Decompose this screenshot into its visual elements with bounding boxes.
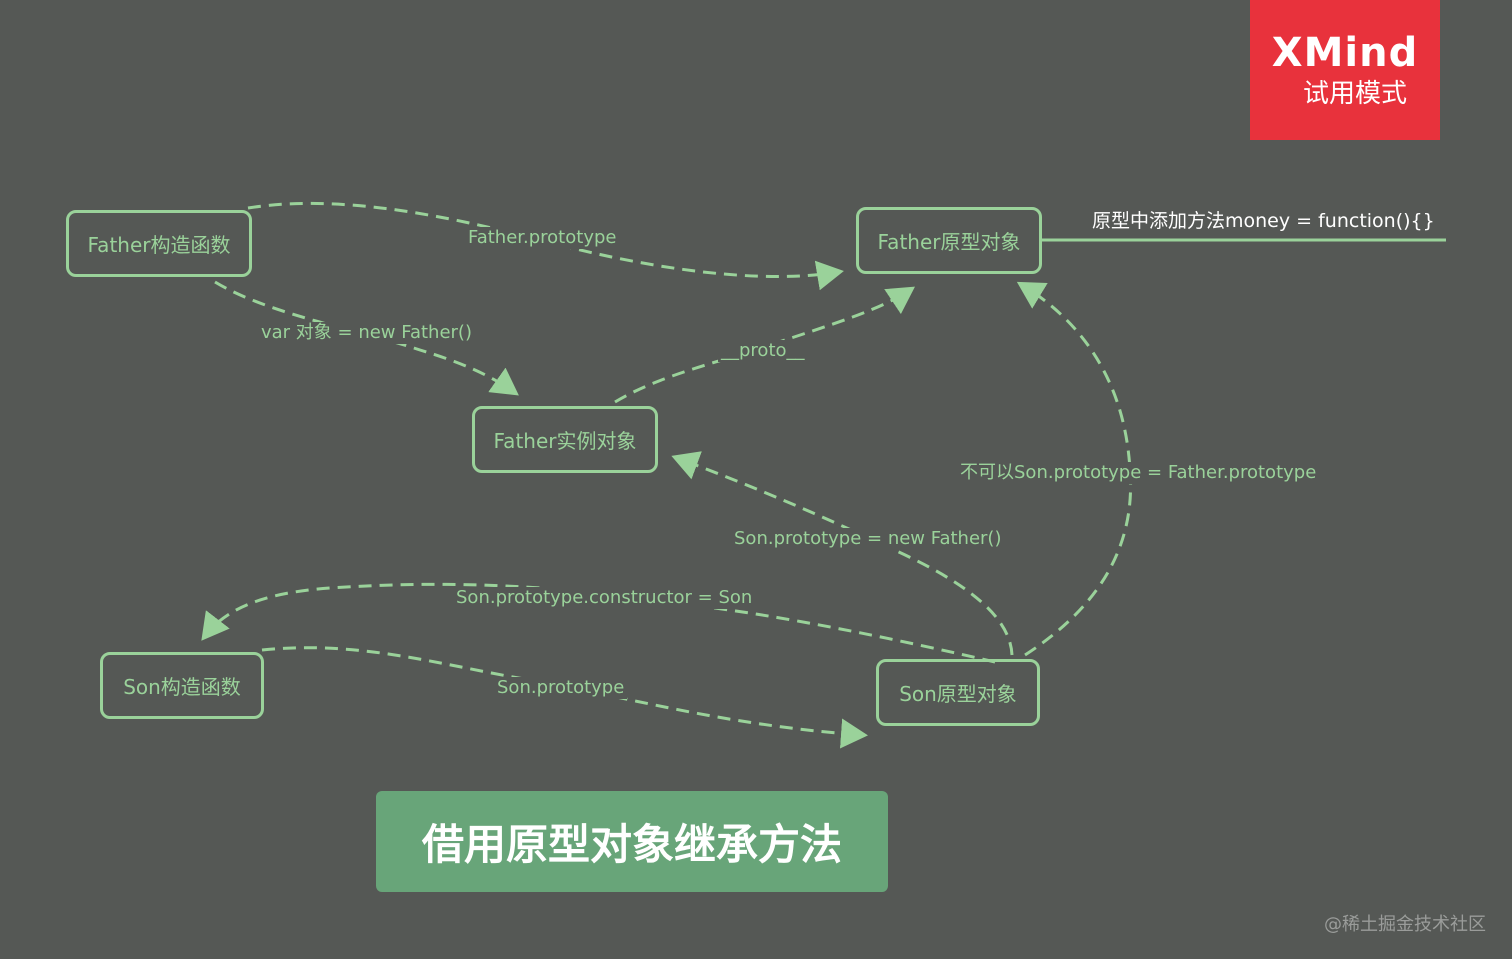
edge-proto — [614, 286, 915, 404]
prototype-method-note: 原型中添加方法money = function(){} — [1092, 210, 1435, 232]
badge-mode: 试用模式 — [1302, 79, 1407, 109]
node-son-prototype-object: Son原型对象 — [876, 659, 1040, 726]
watermark: @稀土掘金技术社区 — [1324, 914, 1486, 935]
diagram-title: 借用原型对象继承方法 — [376, 791, 888, 892]
label-son-prototype: Son.prototype — [494, 677, 628, 699]
xmind-trial-badge: XMind 试用模式 — [1250, 0, 1440, 140]
label-not-allowed: 不可以Son.prototype = Father.prototype — [957, 462, 1320, 484]
label-son-proto-new-father: Son.prototype = new Father() — [731, 528, 1005, 550]
node-father-prototype-object: Father原型对象 — [856, 207, 1042, 274]
node-son-constructor: Son构造函数 — [100, 652, 264, 719]
node-father-constructor: Father构造函数 — [66, 210, 252, 277]
edge-son-to-father-instance — [671, 451, 1014, 656]
node-father-instance: Father实例对象 — [472, 406, 658, 473]
label-proto: __proto__ — [718, 340, 808, 362]
edge-son-to-father-prototype — [1016, 281, 1133, 657]
badge-brand: XMind — [1271, 30, 1419, 76]
label-new-father: var 对象 = new Father() — [258, 322, 475, 344]
label-father-prototype: Father.prototype — [465, 227, 620, 249]
edge-son-prototype — [261, 646, 868, 749]
label-son-constructor-assign: Son.prototype.constructor = Son — [453, 587, 756, 609]
